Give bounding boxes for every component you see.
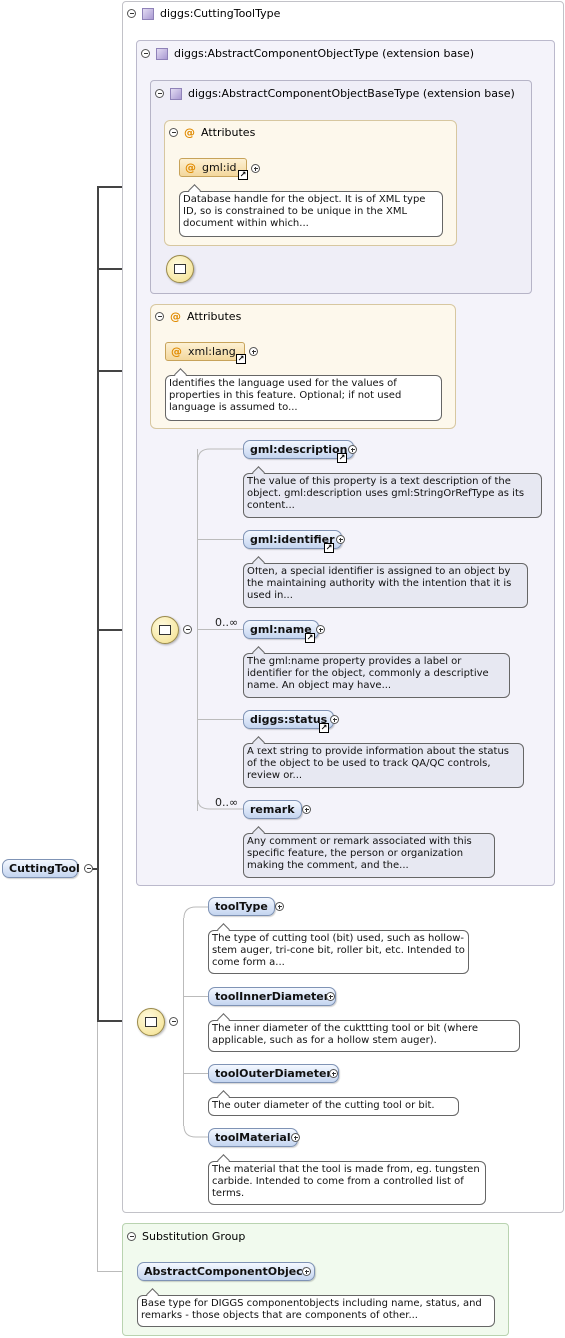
attributes-box-1-title: Attributes [201,126,256,139]
seq1-element[interactable]: gml:description [243,440,355,459]
attribute-icon: @ [171,345,182,358]
element-doc: The outer diameter of the cutting tool o… [208,1097,459,1116]
extension-box-2-header[interactable]: diggs:AbstractComponentObjectBaseType (e… [155,87,515,100]
reference-arrow-icon: ↗ [305,633,315,643]
attribute-gml-id[interactable]: @ gml:id [179,158,247,177]
root-collapse-icon[interactable] [84,864,93,873]
extension-box-1-title: diggs:AbstractComponentObjectType (exten… [174,47,474,60]
seq1-element[interactable]: gml:name [243,620,319,639]
attribute-xml-lang[interactable]: @ xml:lang [165,342,245,361]
element-doc: The value of this property is a text des… [243,473,542,518]
collapse-icon[interactable] [155,89,164,98]
element-doc: Often, a special identifier is assigned … [243,563,528,608]
sequence-1-rail [197,449,198,811]
attribute-name: gml:id [202,161,237,174]
complex-type-icon [170,87,182,100]
sequence-icon[interactable] [137,1008,165,1036]
collapse-icon[interactable] [127,1232,136,1241]
expand-icon[interactable] [330,715,339,724]
expand-icon[interactable] [291,1133,300,1142]
substitution-group-header[interactable]: Substitution Group [127,1230,245,1243]
expand-icon[interactable] [249,347,258,356]
attribute-icon: @ [170,310,181,323]
expand-icon[interactable] [348,445,357,454]
collapse-icon[interactable] [169,128,178,137]
root-connector-stub [90,868,99,870]
seq2-element[interactable]: toolType [208,897,275,916]
element-doc: The inner diameter of the cukttting tool… [208,1020,520,1052]
sequence-1-tick-2 [197,629,243,630]
root-connector-vertical [97,186,99,1022]
sequence-2-rail [183,918,184,1126]
seq2-element[interactable]: toolInnerDiameter [208,987,337,1006]
seq2-element[interactable]: toolOuterDiameter [208,1064,339,1083]
element-doc: Any comment or remark associated with th… [243,833,495,878]
complex-type-icon [142,7,154,20]
element-doc: The gml:name property provides a label o… [243,653,510,698]
extension-box-2-title: diggs:AbstractComponentObjectBaseType (e… [188,87,515,100]
root-element[interactable]: CuttingTool [2,859,80,878]
extension-box-1-header[interactable]: diggs:AbstractComponentObjectType (exten… [141,47,474,60]
expand-icon[interactable] [326,992,335,1001]
seq1-element[interactable]: gml:identifier [243,530,342,549]
reference-arrow-icon: ↗ [238,170,248,180]
expand-icon[interactable] [251,164,260,173]
reference-arrow-icon: ↗ [319,723,329,733]
collapse-icon[interactable] [155,312,164,321]
cardinality-label: 0..∞ [215,616,239,629]
subst-connector-vertical [97,1022,98,1272]
attributes-box-2-title: Attributes [187,310,242,323]
expand-icon[interactable] [329,1069,338,1078]
type-box-header[interactable]: diggs:CuttingToolType [127,7,280,20]
type-box-title: diggs:CuttingToolType [160,7,281,20]
expand-icon[interactable] [316,625,325,634]
root-connector-seq2 [97,1020,137,1022]
reference-arrow-icon: ↗ [324,543,334,553]
reference-arrow-icon: ↗ [337,453,347,463]
collapse-icon[interactable] [127,9,136,18]
substitution-element[interactable]: AbstractComponentObject [137,1262,315,1281]
attributes-box-2-header[interactable]: @ Attributes [155,310,241,323]
sequence-2-tick-2 [183,1073,208,1074]
attribute-doc: Database handle for the object. It is of… [179,191,443,237]
subst-connector-horizontal [97,1271,137,1272]
element-doc: The type of cutting tool (bit) used, suc… [208,930,469,974]
collapse-icon[interactable] [141,49,150,58]
reference-arrow-icon: ↗ [236,354,246,364]
attributes-box-1-header[interactable]: @ Attributes [169,126,255,139]
sequence-2-tick-1 [183,996,208,997]
cardinality-label: 0..∞ [215,796,239,809]
sequence-collapse-icon[interactable] [183,625,192,634]
sequence-icon[interactable] [151,616,179,644]
sequence-1-tick-3 [197,719,243,720]
substitution-group-title: Substitution Group [142,1230,246,1243]
complex-type-icon [156,47,168,60]
sequence-collapse-icon[interactable] [169,1017,178,1026]
element-doc: A text string to provide information abo… [243,743,524,788]
element-doc: The material that the tool is made from,… [208,1161,486,1205]
expand-icon[interactable] [302,805,311,814]
expand-icon[interactable] [302,1267,311,1276]
seq2-element[interactable]: toolMaterial [208,1128,298,1147]
attribute-icon: @ [185,161,196,174]
seq1-element[interactable]: remark [243,800,302,819]
attribute-doc: Identifies the language used for the val… [165,375,442,421]
sequence-1-tick-1 [197,539,243,540]
attribute-icon: @ [184,126,195,139]
expand-icon[interactable] [336,535,345,544]
expand-icon[interactable] [275,902,284,911]
element-doc: Base type for DIGGS componentobjects inc… [137,1295,495,1327]
group-reference-icon[interactable] [166,255,194,283]
attribute-name: xml:lang [188,345,236,358]
